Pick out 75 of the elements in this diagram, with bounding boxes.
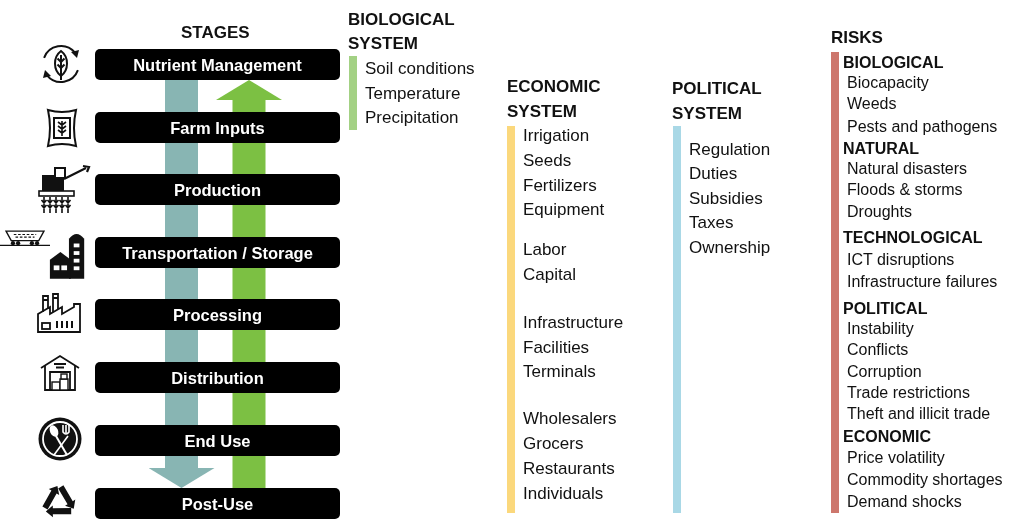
flow-band bbox=[232, 330, 266, 362]
stage-name: End Use bbox=[184, 430, 251, 451]
column-heading: STAGES bbox=[181, 22, 250, 44]
stage-box bbox=[95, 112, 340, 143]
list-item: Soil conditions bbox=[365, 58, 475, 80]
list-item: Capital bbox=[523, 264, 576, 286]
column-heading: RISKS bbox=[831, 27, 883, 49]
list-item: Droughts bbox=[847, 202, 912, 222]
list-item: Individuals bbox=[523, 483, 604, 505]
category-heading: ECONOMIC bbox=[843, 427, 931, 447]
list-item: Pests and pathogens bbox=[847, 117, 998, 137]
list-item: Subsidies bbox=[689, 188, 763, 210]
stage-box bbox=[95, 49, 340, 80]
column-heading: BIOLOGICAL SYSTEM bbox=[348, 9, 455, 55]
stage-name: Transportation / Storage bbox=[122, 242, 313, 263]
list-item: Taxes bbox=[689, 212, 734, 234]
list-item: Price volatility bbox=[847, 448, 945, 468]
stage-name: Nutrient Management bbox=[133, 54, 302, 75]
stage-box bbox=[95, 488, 340, 519]
stage-box bbox=[95, 362, 340, 393]
stage-box bbox=[95, 237, 340, 268]
list-item: Facilities bbox=[523, 337, 590, 359]
list-item: Theft and illicit trade bbox=[847, 404, 991, 424]
list-item: Biocapacity bbox=[847, 73, 929, 93]
list-item: Demand shocks bbox=[847, 492, 962, 512]
list-item: Commodity shortages bbox=[847, 470, 1003, 490]
list-item: Grocers bbox=[523, 433, 584, 455]
list-item: Trade restrictions bbox=[847, 383, 970, 403]
stage-name: Farm Inputs bbox=[170, 117, 265, 138]
stage-name: Post-Use bbox=[181, 493, 254, 514]
flow-band bbox=[232, 393, 266, 425]
list-item: Irrigation bbox=[523, 125, 590, 147]
list-item: Instability bbox=[847, 319, 914, 339]
stage-name: Processing bbox=[173, 304, 262, 325]
flow-band bbox=[232, 205, 266, 237]
category-heading: TECHNOLOGICAL bbox=[843, 228, 983, 248]
stage-box bbox=[95, 425, 340, 456]
list-item: Infrastructure bbox=[523, 312, 624, 334]
list-item: Corruption bbox=[847, 362, 922, 382]
column-heading: ECONOMIC SYSTEM bbox=[507, 76, 601, 123]
list-item: Terminals bbox=[523, 361, 596, 383]
flow-arrow bbox=[216, 80, 282, 112]
flow-band bbox=[232, 268, 266, 299]
list-item: Seeds bbox=[523, 150, 572, 172]
stage-box bbox=[95, 174, 340, 205]
list-item: Wholesalers bbox=[523, 408, 617, 430]
list-item: Ownership bbox=[689, 237, 771, 259]
list-item: Fertilizers bbox=[523, 175, 597, 197]
stage-box bbox=[95, 299, 340, 330]
flow-band bbox=[232, 456, 266, 488]
stage-name: Distribution bbox=[171, 367, 264, 388]
list-item: Regulation bbox=[689, 139, 771, 161]
list-item: Restaurants bbox=[523, 458, 615, 480]
category-heading: BIOLOGICAL bbox=[843, 53, 944, 73]
list-item: Weeds bbox=[847, 94, 897, 114]
flow-band bbox=[165, 80, 198, 112]
flow-band bbox=[165, 205, 198, 237]
column-heading: POLITICAL SYSTEM bbox=[672, 78, 762, 125]
category-heading: NATURAL bbox=[843, 139, 920, 159]
flow-arrow bbox=[148, 456, 215, 488]
flow-band bbox=[232, 143, 266, 174]
list-item: Precipitation bbox=[365, 107, 459, 129]
list-item: Temperature bbox=[365, 83, 461, 105]
category-heading: POLITICAL bbox=[843, 299, 928, 319]
list-item: Floods & storms bbox=[847, 180, 963, 200]
list-item: Duties bbox=[689, 163, 738, 185]
flow-band bbox=[165, 143, 198, 174]
flow-band bbox=[165, 268, 198, 299]
list-item: Labor bbox=[523, 239, 567, 261]
stage-name: Production bbox=[173, 179, 262, 200]
list-item: Equipment bbox=[523, 199, 605, 221]
list-item: Infrastructure failures bbox=[847, 272, 998, 292]
list-item: ICT disruptions bbox=[847, 250, 955, 270]
list-item: Conflicts bbox=[847, 340, 909, 360]
list-item: Natural disasters bbox=[847, 159, 968, 179]
